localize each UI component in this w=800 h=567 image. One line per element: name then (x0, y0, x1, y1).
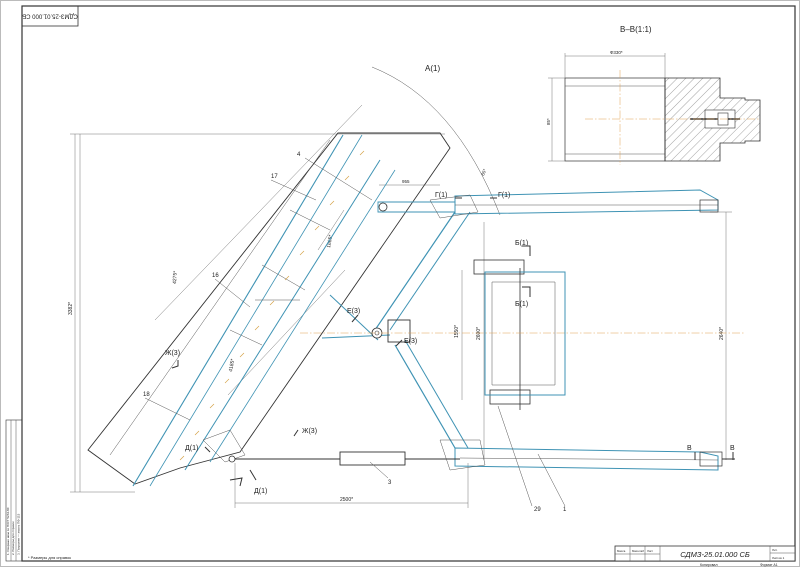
pos-29: 29 (534, 507, 541, 513)
dim-955: 955 (402, 179, 410, 184)
pos-1: 1 (563, 507, 567, 513)
copied-label: Копировал (700, 563, 718, 567)
pos-18: 18 (143, 392, 150, 398)
mark-e-left: Е(3) (347, 308, 360, 315)
side-note-3: 3. Покрытие — эмаль ПФ-115 (17, 513, 21, 555)
blade-assembly (87, 132, 451, 487)
dim-85: 85* (546, 118, 551, 125)
title-lit: Лит. (772, 548, 778, 552)
dim-3382: 3382* (68, 302, 74, 315)
mark-e-right: Е(3) (404, 338, 417, 345)
overall-dims: 3382* 4275* 4185* 1865* 2500* 955 65* 15… (68, 104, 732, 508)
mark-v-left: В (687, 445, 692, 452)
mark-g-right: Г(1) (498, 192, 510, 199)
title-block: СДМЗ-25.01.000 СБ Лит. Листов 1 Масса Ма… (614, 545, 796, 567)
title-sheet: Лист (647, 549, 654, 553)
dim-1550: 1550* (454, 325, 460, 338)
dim-2600: 2600* (476, 327, 482, 340)
dim-330: Ф330* (610, 50, 623, 55)
side-notes-strip: 1. Сварные швы по ГОСТ 5264-80 2. Размер… (5, 419, 23, 562)
drawing-frame (21, 5, 796, 562)
title-scale: Масштаб (632, 549, 644, 553)
swing-arc (371, 66, 501, 216)
dim-4185: 4185* (228, 358, 236, 372)
title-code: СДМЗ-25.01.000 СБ (680, 550, 750, 559)
section-markers: Б(1) Б(1) Г(1) Г(1) Е(3) Е(3) Ж(3) Ж(3) … (165, 192, 735, 495)
rib-marks (179, 150, 365, 461)
dim-1865: 1865* (326, 234, 334, 248)
pos-17: 17 (271, 174, 278, 180)
mark-d-top: Д(1) (185, 445, 198, 452)
bottom-note: * Размеры для справок (28, 555, 71, 560)
mark-v-right: В (730, 445, 735, 452)
side-note-2: 2. Размеры для справок (11, 521, 15, 555)
view-a-title: А(1) (425, 64, 440, 73)
format-label: Формат А1 (760, 563, 778, 567)
dim-2640: 2640* (719, 327, 725, 340)
position-callouts: 4 17 16 18 3 29 1 (143, 152, 567, 513)
mark-b-top: Б(1) (515, 240, 528, 247)
push-frame (228, 189, 745, 471)
side-note-1: 1. Сварные швы по ГОСТ 5264-80 (6, 507, 10, 555)
pos-16: 16 (212, 273, 219, 279)
section-view-bb: В–В(1:1) Ф330* 85* (546, 25, 761, 165)
mark-d-bottom: Д(1) (254, 488, 267, 495)
dim-4275: 4275* (172, 271, 179, 284)
dim-2500: 2500* (340, 497, 353, 503)
pos-4: 4 (297, 152, 301, 158)
title-mass: Масса (617, 549, 626, 553)
dim-65: 65* (480, 168, 487, 176)
top-stamp-text: СДМЗ-25.01.000 СБ (22, 12, 78, 18)
mark-b-bottom: Б(1) (515, 301, 528, 308)
section-bb-title: В–В(1:1) (620, 25, 652, 34)
top-stamp: СДМЗ-25.01.000 СБ (21, 5, 79, 27)
pos-3: 3 (388, 480, 392, 486)
mark-zh-left: Ж(3) (165, 350, 180, 357)
mark-zh-right: Ж(3) (302, 428, 317, 435)
mark-g-left: Г(1) (435, 192, 447, 199)
title-sheets: Листов 1 (772, 556, 785, 560)
